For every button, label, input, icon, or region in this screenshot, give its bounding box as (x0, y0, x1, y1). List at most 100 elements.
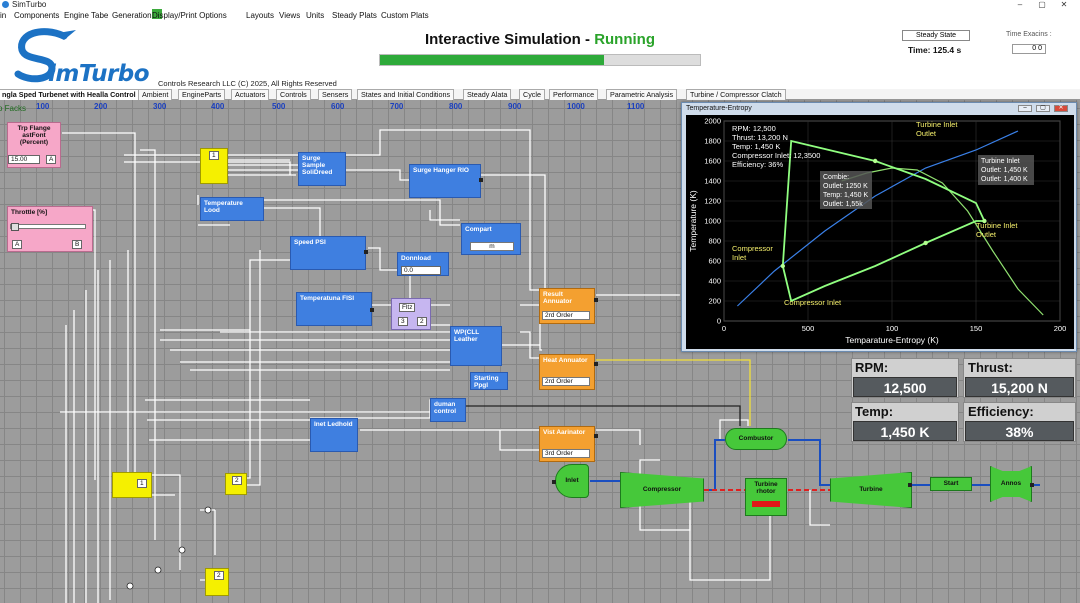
port (594, 362, 598, 366)
sim-time: Time: 125.4 s (908, 45, 962, 55)
te-maximize-icon[interactable]: ▢ (1036, 105, 1050, 112)
maximize-icon[interactable]: ▢ (1038, 0, 1046, 9)
compressor-inlet-label-bottom: Compressor Inlet (784, 298, 842, 307)
start-component[interactable]: Start (930, 477, 972, 491)
result-order-select[interactable]: 2rd Order (542, 311, 590, 320)
starting-ppl-block[interactable]: Starting Ppgl (470, 372, 508, 390)
x-tick-label: 0 (722, 324, 726, 333)
temperature-lood-block[interactable]: Temperature Lood (200, 197, 264, 221)
heat-annuator-block[interactable]: Heat Annuator 2rd Order (539, 354, 595, 390)
thrust-value: 15,200 N (965, 377, 1074, 397)
tab-parametric[interactable]: Parametric Analysis (606, 89, 678, 100)
heat-order-select[interactable]: 2rd Order (542, 377, 590, 386)
tab-states[interactable]: States and Initial Conditions (357, 89, 455, 100)
speed-psi-block[interactable]: Speed PSI (290, 236, 366, 270)
ruler-label: 700 (390, 102, 404, 111)
y-tick-label: 400 (708, 277, 721, 286)
display-options-icon (152, 9, 162, 19)
y-tick-label: 1200 (704, 197, 721, 206)
tab-performance[interactable]: Performance (549, 89, 599, 100)
combustor-component[interactable]: Combustor (725, 428, 787, 450)
time-exacins-label: Time Exacins : (1006, 31, 1052, 38)
surge-hanger-block[interactable]: Surge Hanger RIO (409, 164, 481, 198)
fitz-block[interactable]: Fltz 3 2 (391, 298, 431, 330)
menu-item-file[interactable]: in (0, 11, 7, 20)
port (370, 308, 374, 312)
compart-block[interactable]: Compart m (461, 223, 521, 255)
throttle-a-button[interactable]: A (12, 240, 22, 249)
throttle-b-button[interactable]: B (72, 240, 82, 249)
throttle-slider-handle[interactable] (11, 223, 19, 231)
tab-clatch[interactable]: Turbine / Compressor Clatch (686, 89, 786, 100)
tab-controls[interactable]: Controls (276, 89, 311, 100)
tab-actuators[interactable]: Actuators (231, 89, 270, 100)
window-title: SimTurbo (12, 0, 47, 9)
donnload-block[interactable]: Donnload 0.0 (397, 252, 449, 276)
tab-bar: ngla Sped Turbenet with Healla Control A… (0, 89, 1080, 100)
tab-ambient[interactable]: Ambient (138, 89, 173, 100)
vist-order-select[interactable]: 3rd Order (542, 449, 590, 458)
tab-engineparts[interactable]: EngineParts (178, 89, 226, 100)
cycle-point (780, 263, 785, 269)
yellow-mux-mid[interactable]: 2 (225, 473, 247, 495)
trip-flange-value[interactable]: 15.00 (8, 155, 40, 164)
tab-sensers[interactable]: Sensers (318, 89, 353, 100)
minimize-icon[interactable]: – (1017, 0, 1023, 9)
menu-item-steady-plats[interactable]: Steady Plats (332, 11, 377, 20)
inlet-component[interactable]: Inlet (555, 464, 589, 498)
throttle-title: Throttle [%] (11, 209, 48, 216)
throttle-slider[interactable] (10, 223, 86, 231)
te-stat-line: RPM: 12,500 (732, 124, 776, 133)
x-tick-label: 150 (970, 324, 983, 333)
menu-item-components[interactable]: Components (14, 11, 60, 20)
tab-steady-alata[interactable]: Steady Alata (463, 89, 512, 100)
menu-item-units[interactable]: Units (306, 11, 325, 20)
close-icon[interactable]: ✕ (1060, 0, 1068, 9)
duman-control-block[interactable]: duman control (430, 398, 466, 422)
vist-aarinator-block[interactable]: Vist Aarinator 3rd Order (539, 426, 595, 462)
tab-turbenet[interactable]: ngla Sped Turbenet with Healla Control (0, 89, 140, 100)
tab-cycle[interactable]: Cycle (519, 89, 545, 100)
yellow-mux-left[interactable]: 1 (112, 472, 152, 498)
y-tick-label: 1400 (704, 177, 721, 186)
cycle-point (873, 158, 878, 164)
app-icon (2, 1, 9, 8)
yellow-mux-bottom[interactable]: 2 (205, 568, 229, 596)
efficiency-value: 38% (965, 421, 1074, 441)
turbine-rotor-component[interactable]: Turbine rhotor (745, 478, 787, 516)
menu-item-custom-plats[interactable]: Custom Plats (381, 11, 429, 20)
inet-ledhold-block[interactable]: Inet Ledhold (310, 418, 358, 452)
ruler-label: 100 (36, 102, 50, 111)
ruler-label: 300 (153, 102, 167, 111)
menu-item-engine-tabe[interactable]: Engine Tabe (64, 11, 109, 20)
yellow-mux-top[interactable]: 1 (200, 148, 228, 184)
menu-item-views[interactable]: Views (279, 11, 301, 20)
compart-select[interactable]: m (470, 242, 514, 251)
temperatuna-fisi-block[interactable]: Temperatuna FISI (296, 292, 372, 326)
steady-state-button[interactable]: Steady State (902, 30, 970, 41)
menu-item-layouts[interactable]: Layouts (246, 11, 275, 20)
surge-sample-block[interactable]: Surge Sample SoliDreed (298, 152, 346, 186)
time-exacins-input[interactable]: 0 0 (1012, 44, 1046, 54)
result-annuator-block[interactable]: Result Annuator 2rd Order (539, 288, 595, 324)
wpcll-block[interactable]: WP(CLL Leather (450, 326, 502, 366)
y-tick-label: 1600 (704, 157, 721, 166)
ruler-label: 1100 (627, 102, 645, 111)
port (594, 434, 598, 438)
rpm-value: 12,500 (853, 377, 957, 397)
annos-component[interactable]: Annos (990, 466, 1032, 502)
trip-flange-a-button[interactable]: A (46, 155, 56, 164)
te-close-icon[interactable]: ✕ (1054, 105, 1068, 112)
te-minimize-icon[interactable]: – (1018, 105, 1032, 112)
y-tick-label: 600 (708, 257, 721, 266)
combie-line: Temp: 1,450 K (823, 192, 868, 199)
copyright-text: Controls Research LLC (C) 2025, All Righ… (158, 79, 337, 88)
temp-label: Temp: (855, 404, 894, 419)
donnload-input[interactable]: 0.0 (401, 266, 441, 275)
compressor-inlet-label-left: Compressor (732, 244, 773, 253)
ruler-label: 400 (211, 102, 225, 111)
compressor-component[interactable]: Compressor (620, 472, 704, 508)
ruler-label: 800 (449, 102, 463, 111)
menu-item-generation[interactable]: Generation (112, 11, 152, 20)
